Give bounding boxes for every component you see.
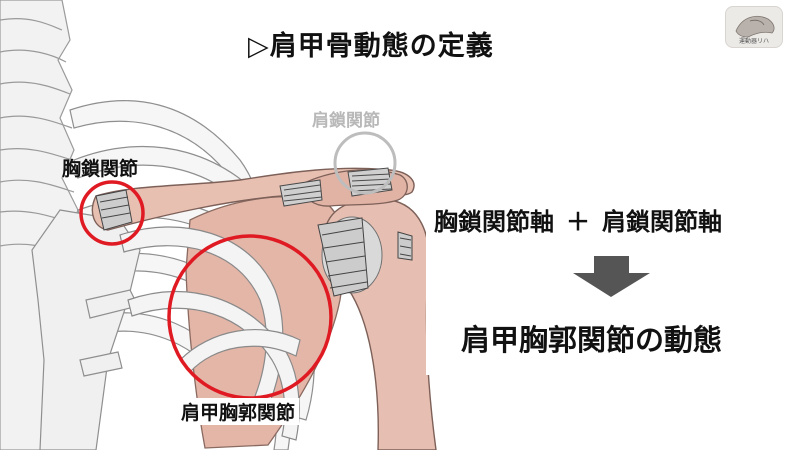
label-acromioclavicular-joint: 肩鎖関節 (312, 111, 380, 131)
equation-left: 胸鎖関節軸 (434, 208, 554, 236)
equation-result: 肩甲胸郭関節の動態 (461, 323, 723, 357)
equation-right: 肩鎖関節軸 (602, 208, 722, 236)
sc-ligaments (95, 189, 133, 231)
label-sternoclavicular-joint: 胸鎖関節 (62, 158, 139, 180)
sternum (31, 209, 141, 450)
equation-line: 胸鎖関節軸 ＋ 肩鎖関節軸 (434, 202, 722, 237)
label-scapulothoracic-joint: 肩甲胸郭関節 (177, 398, 300, 425)
page-title: ▷肩甲骨動態の定義 (248, 31, 494, 62)
logo-text: 運動器リハ (738, 38, 769, 45)
logo: 運動器リハ (725, 6, 783, 48)
down-arrow-icon (573, 256, 650, 297)
ac-joint-highlight-circle (333, 131, 397, 195)
equation-operator: ＋ (566, 208, 590, 236)
ac-ligaments (279, 167, 393, 207)
sc-joint-highlight-circle (79, 180, 145, 246)
shoulder-ligaments (317, 217, 413, 297)
logo-graphic (735, 15, 775, 38)
